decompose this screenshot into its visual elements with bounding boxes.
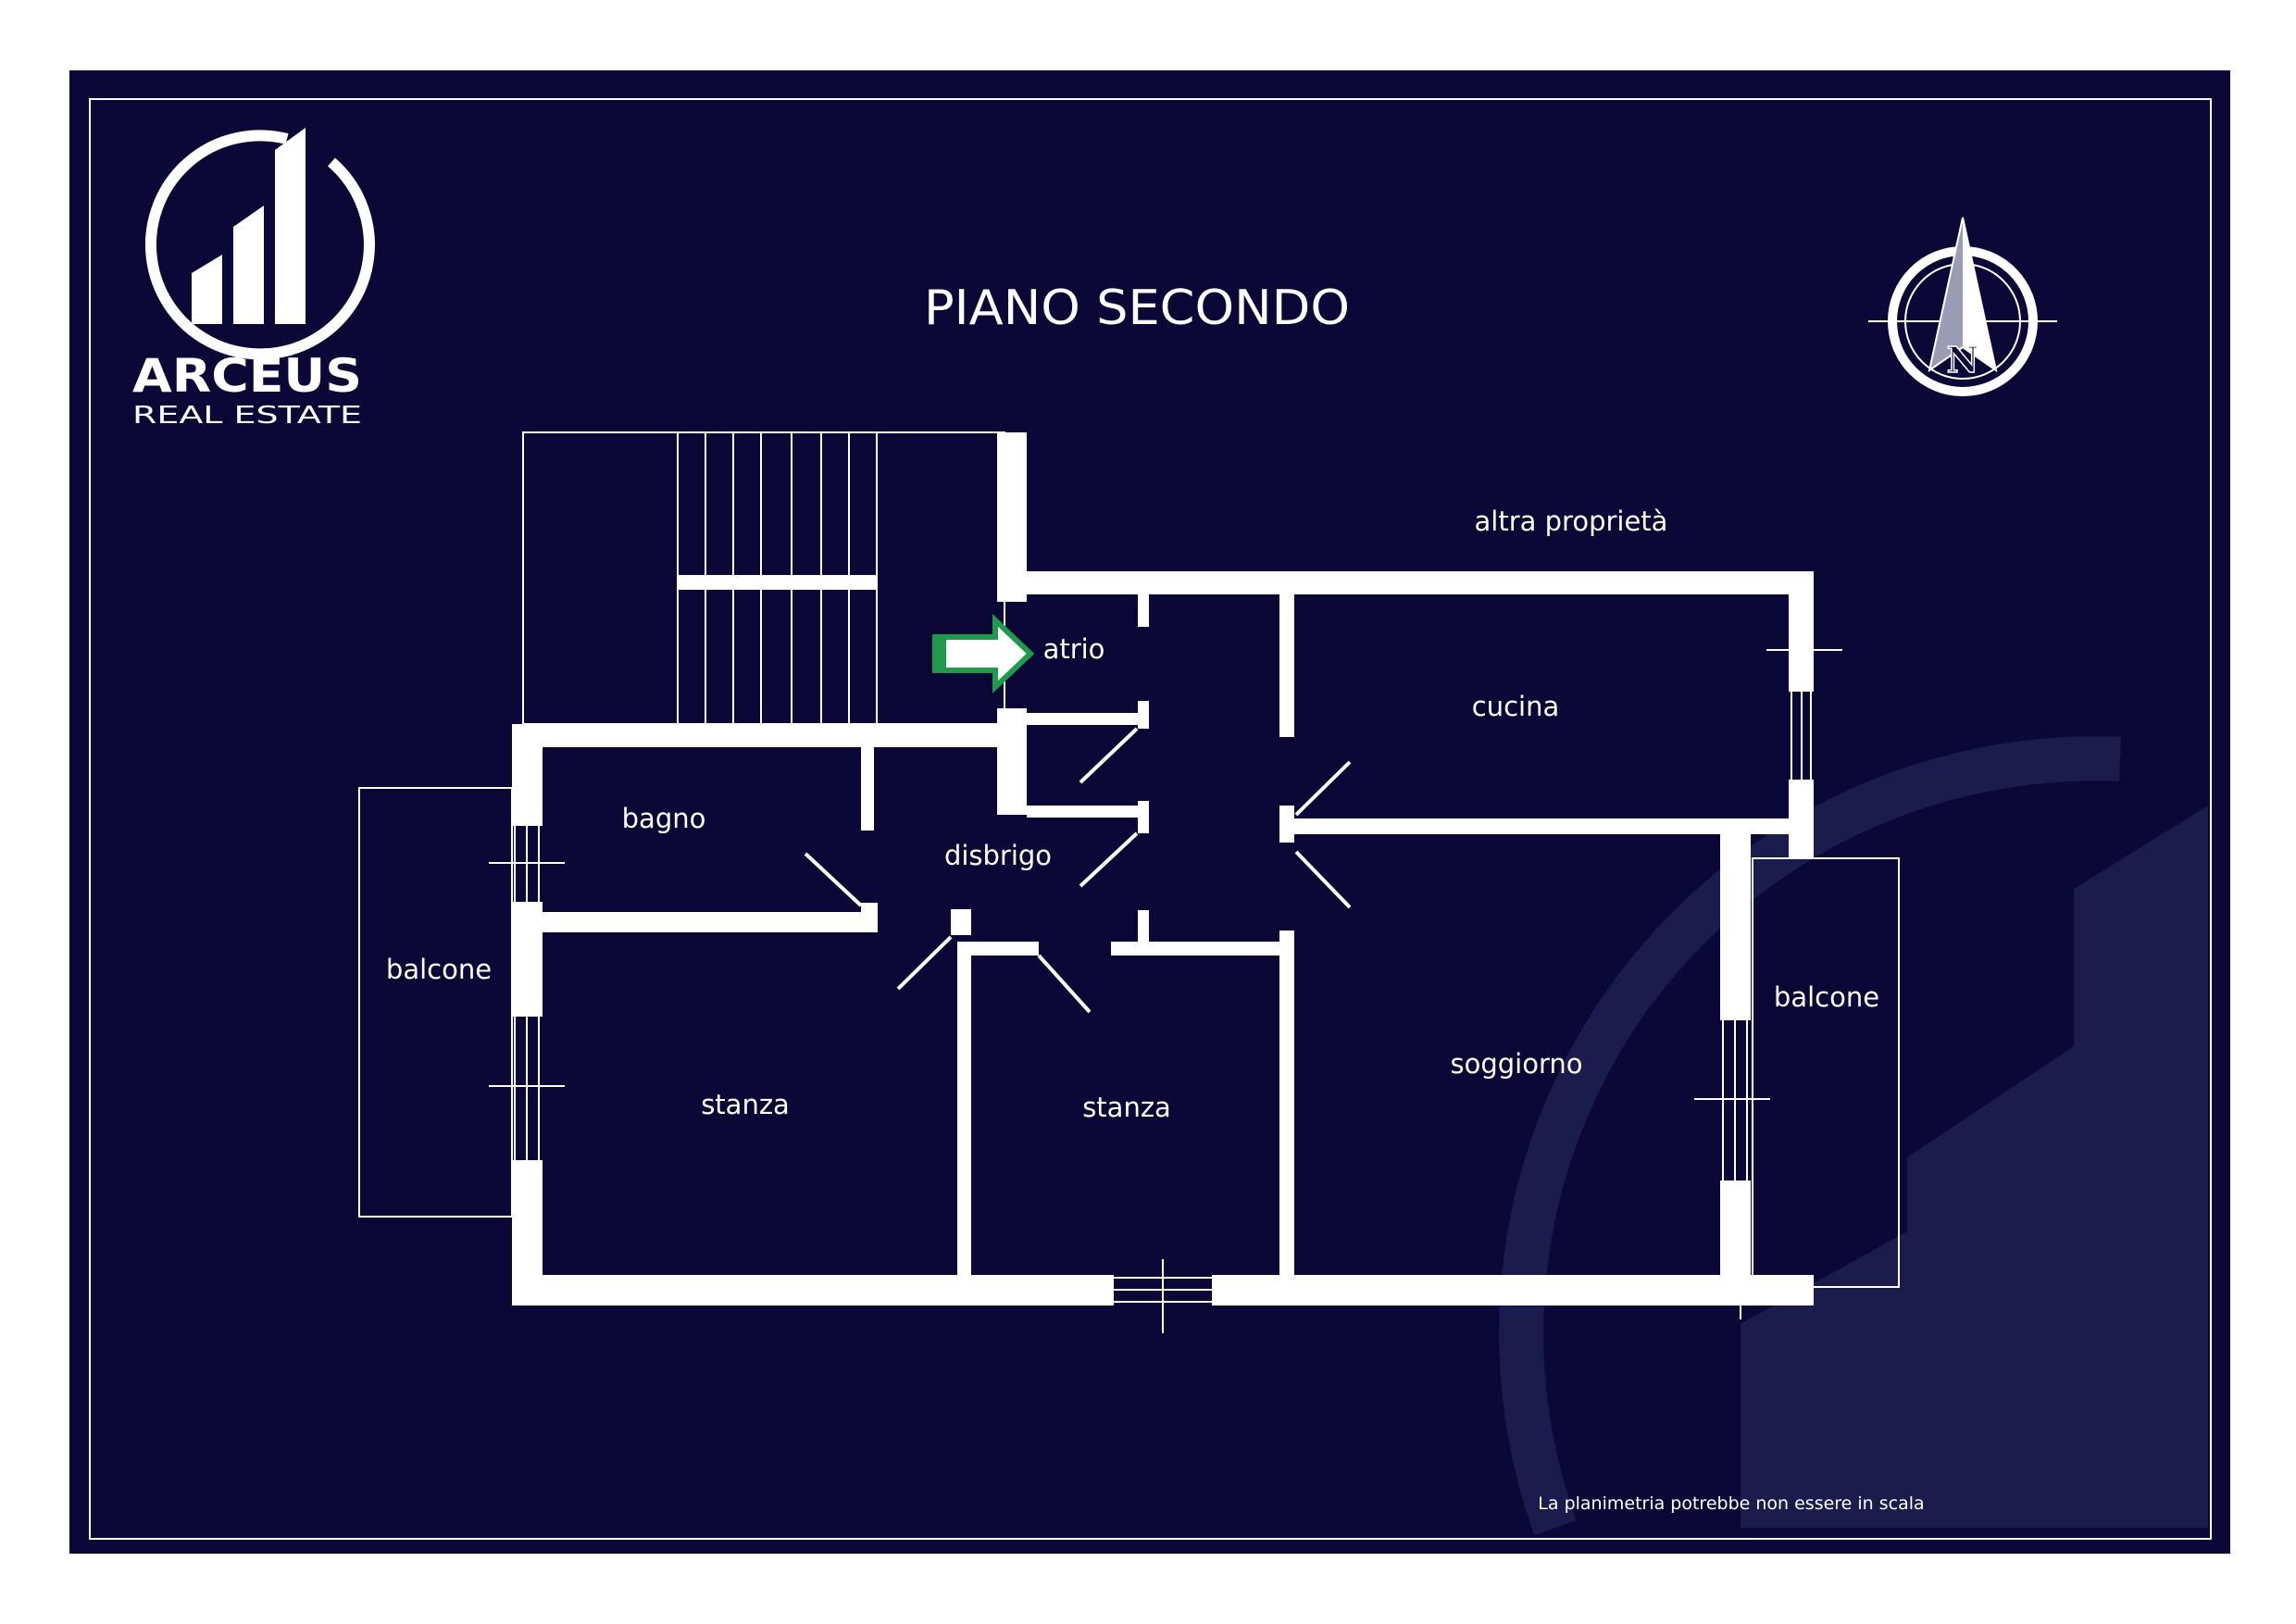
page-title: PIANO SECONDO bbox=[924, 281, 1350, 336]
doors bbox=[804, 727, 1352, 1014]
label-stanza-left: stanza bbox=[701, 1089, 790, 1120]
label-balcone-left: balcone bbox=[386, 954, 492, 985]
windows bbox=[489, 649, 1842, 1333]
label-stanza-mid: stanza bbox=[1082, 1092, 1171, 1123]
label-balcone-right: balcone bbox=[1774, 981, 1879, 1013]
balcony-right-outline bbox=[1752, 857, 1900, 1288]
floor-plan bbox=[358, 431, 1900, 1333]
disclaimer: La planimetria potrebbe non essere in sc… bbox=[1538, 1493, 1924, 1514]
label-cucina: cucina bbox=[1472, 691, 1559, 722]
compass-letter: N bbox=[1947, 339, 1979, 381]
inner-frame bbox=[89, 98, 2212, 1540]
walls bbox=[512, 432, 1814, 1305]
label-bagno: bagno bbox=[622, 803, 706, 834]
label-disbrigo: disbrigo bbox=[944, 840, 1052, 871]
compass-icon bbox=[1868, 217, 2057, 396]
label-soggiorno: soggiorno bbox=[1450, 1048, 1582, 1080]
logo-icon bbox=[144, 128, 375, 360]
label-altra-proprieta: altra proprietà bbox=[1475, 506, 1668, 537]
watermark-icon bbox=[1499, 736, 2208, 1536]
stairwell bbox=[522, 431, 1005, 725]
logo-tagline: REAL ESTATE bbox=[132, 402, 362, 430]
label-atrio: atrio bbox=[1043, 633, 1105, 665]
entry-arrow-icon bbox=[932, 614, 1035, 693]
logo-brand: ARCEUS bbox=[132, 349, 362, 403]
